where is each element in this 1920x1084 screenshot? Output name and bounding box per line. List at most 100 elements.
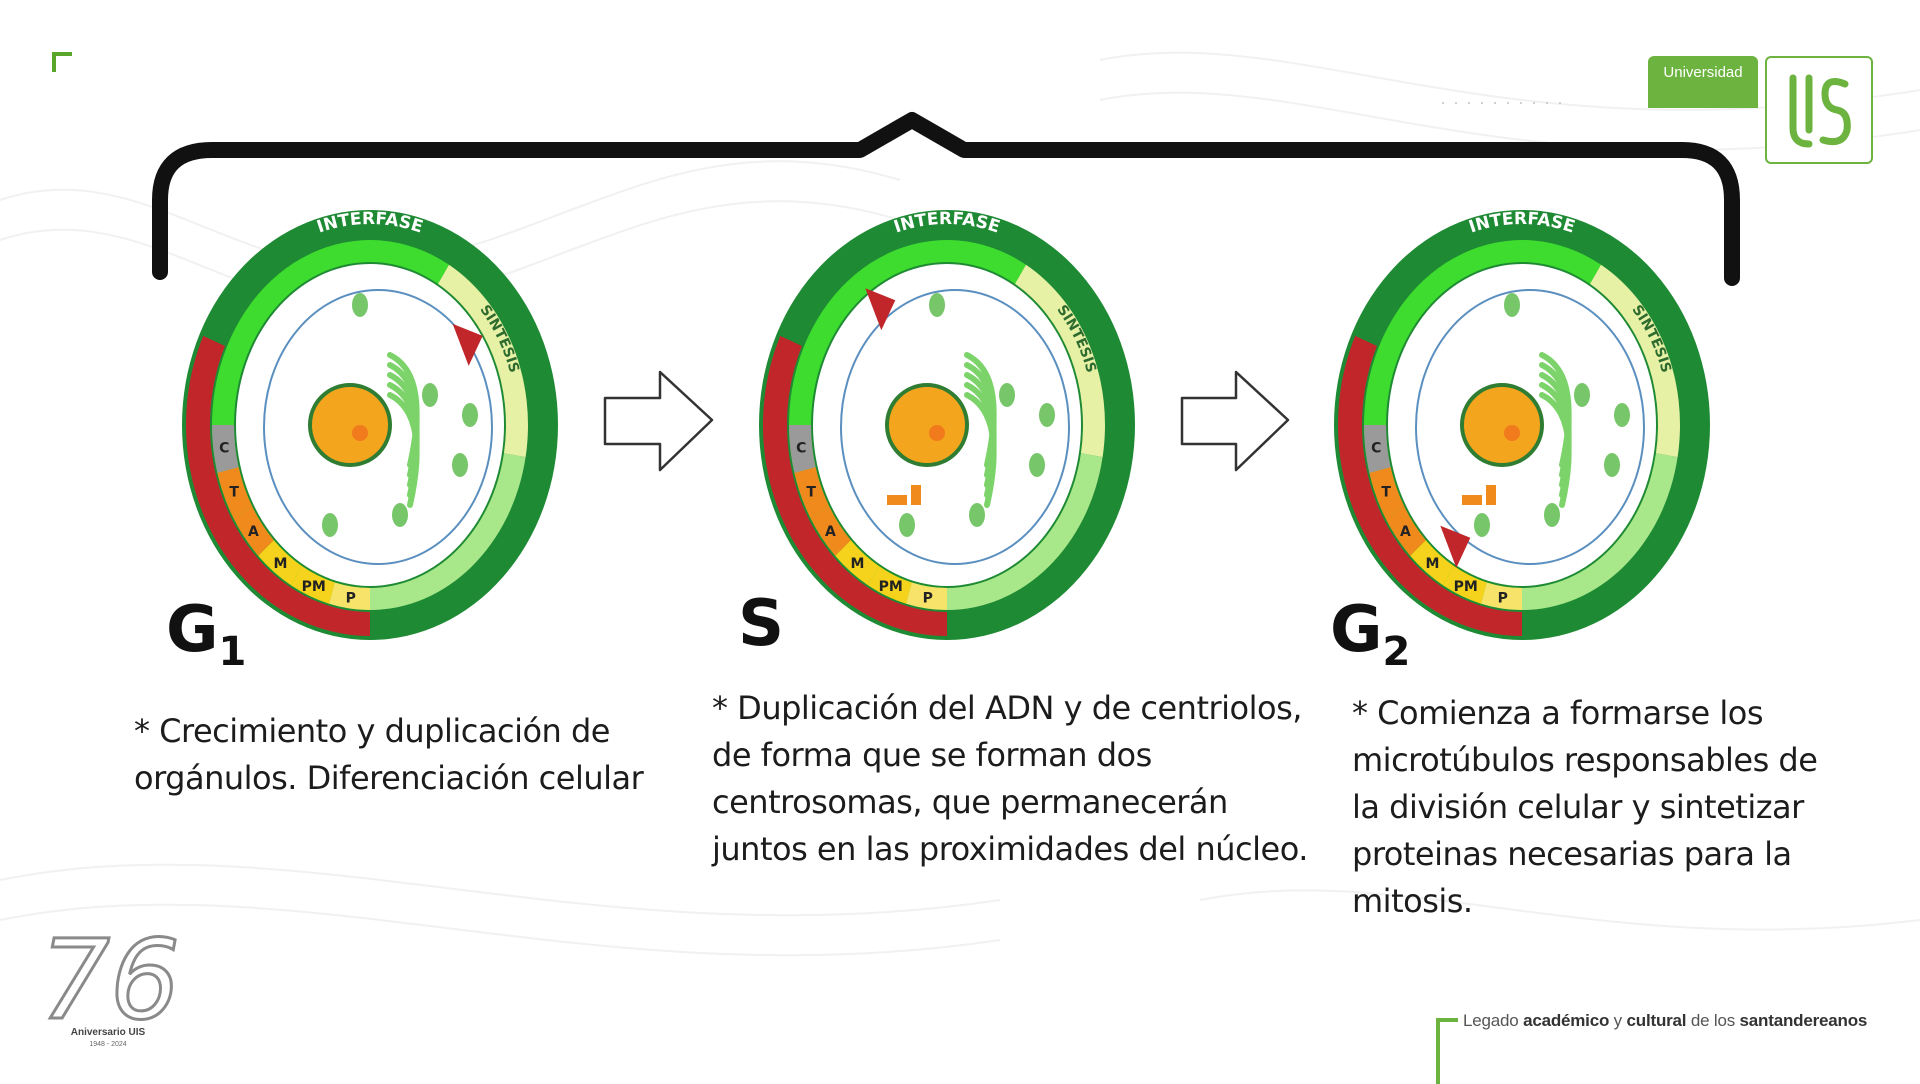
mitochondrion [422, 383, 438, 407]
cell-membrane [1415, 289, 1645, 565]
mitochondrion [322, 513, 338, 537]
cycle-position-marker [1440, 525, 1471, 568]
centriole [887, 495, 907, 505]
mitochondrion [1504, 293, 1520, 317]
phase-segment [1410, 540, 1454, 586]
cycle-position-marker [452, 323, 483, 366]
phase-segment [788, 425, 816, 473]
description-g2: * Comienza a formarse los microtúbulos r… [1352, 690, 1818, 925]
footer-accent [1436, 1018, 1458, 1084]
uis-logo [1765, 56, 1873, 164]
phase-letter: T [1381, 485, 1391, 501]
s-segment [1590, 264, 1680, 458]
anniversary-label: Aniversario UIS [70, 1027, 146, 1038]
phase-letter: M [851, 556, 865, 572]
phase-letter: P [923, 591, 933, 607]
stage-label-g2-main: G [1330, 593, 1383, 667]
uis-logo-icon [1789, 74, 1851, 148]
mitochondrion [392, 503, 408, 527]
nucleus [308, 383, 392, 467]
stage-label-g1-main: G [166, 593, 219, 667]
phase-letter: C [796, 441, 806, 457]
nucleus [885, 383, 969, 467]
mitochondrion [1474, 513, 1490, 537]
anniversary-number: 76 [40, 918, 180, 1044]
phase-segment [1385, 506, 1426, 556]
phase-letter: C [219, 441, 229, 457]
g2-segment [1522, 453, 1678, 610]
g2-segment [947, 453, 1103, 610]
description-line: de forma que se forman dos [712, 736, 1152, 774]
phase-segment [810, 506, 851, 556]
mitochondrion [929, 293, 945, 317]
mitochondrion [969, 503, 985, 527]
nucleus [1460, 383, 1544, 467]
faded-university-text: · · · · · · · · · · [1440, 92, 1564, 112]
phase-letter: M [1426, 556, 1440, 572]
division-band [1338, 335, 1522, 636]
mitochondrion [899, 513, 915, 537]
cycle-position-marker [865, 288, 896, 331]
description-line: * Duplicación del ADN y de centriolos, [712, 689, 1302, 727]
centriole [1462, 495, 1482, 505]
cell-membrane [263, 289, 493, 565]
anniversary-years: 1948 - 2024 [89, 1041, 127, 1048]
description-g1: * Crecimiento y duplicación de orgánulos… [134, 708, 644, 802]
phase-letter: M [274, 556, 288, 572]
s-segment [438, 264, 528, 458]
corner-accent [52, 52, 72, 72]
division-band [185, 335, 370, 636]
anniversary-logo: 76 [40, 918, 180, 1046]
description-line: juntos en las proximidades del núcleo. [712, 830, 1308, 868]
phase-segment [1481, 582, 1522, 610]
phase-segment [835, 540, 879, 586]
phase-segment [906, 582, 947, 610]
description-line: proteinas necesarias para la [1352, 835, 1792, 873]
phase-segment [329, 582, 370, 610]
phase-letter: P [1498, 591, 1508, 607]
phase-segment [212, 425, 239, 473]
arrow-s-to-g2 [1180, 370, 1290, 472]
mitochondrion [352, 293, 368, 317]
golgi [387, 392, 420, 508]
description-line: * Comienza a formarse los [1352, 694, 1764, 732]
s-segment [1015, 264, 1105, 458]
cell-membrane [840, 289, 1070, 565]
mitochondrion [1544, 503, 1560, 527]
phase-letter: PM [879, 579, 903, 595]
mitochondrion [1604, 453, 1620, 477]
phase-letter: A [825, 524, 836, 540]
mitochondrion [1029, 453, 1045, 477]
description-line: centrosomas, que permanecerán [712, 783, 1228, 821]
g2-segment [370, 453, 526, 610]
nucleolus [929, 425, 945, 441]
university-tag: Universidad [1648, 56, 1758, 108]
footer-tagline: Legado académico y cultural de los santa… [1463, 1011, 1868, 1030]
phase-letter: A [248, 524, 259, 540]
phase-segment [1443, 566, 1487, 604]
mitochondrion [1039, 403, 1055, 427]
description-line: mitosis. [1352, 882, 1473, 920]
description-line: microtúbulos responsables de [1352, 741, 1818, 779]
mitochondrion [452, 453, 468, 477]
mitochondrion [462, 403, 478, 427]
stage-label-s: S [738, 592, 784, 656]
arrow-g1-to-s [603, 370, 714, 472]
phase-letter: P [346, 591, 356, 607]
centriole [1486, 485, 1496, 505]
description-s: * Duplicación del ADN y de centriolos, d… [712, 685, 1308, 873]
phase-letter: A [1400, 524, 1411, 540]
mitochondrion [1614, 403, 1630, 427]
golgi [964, 392, 997, 508]
interphase-brace [152, 112, 1740, 286]
golgi [1539, 392, 1572, 508]
description-line: orgánulos. Diferenciación celular [134, 759, 644, 797]
phase-letter: C [1371, 441, 1381, 457]
phase-segment [217, 467, 253, 518]
phase-segment [233, 506, 274, 556]
stage-label-g1-sub: 1 [218, 629, 247, 675]
